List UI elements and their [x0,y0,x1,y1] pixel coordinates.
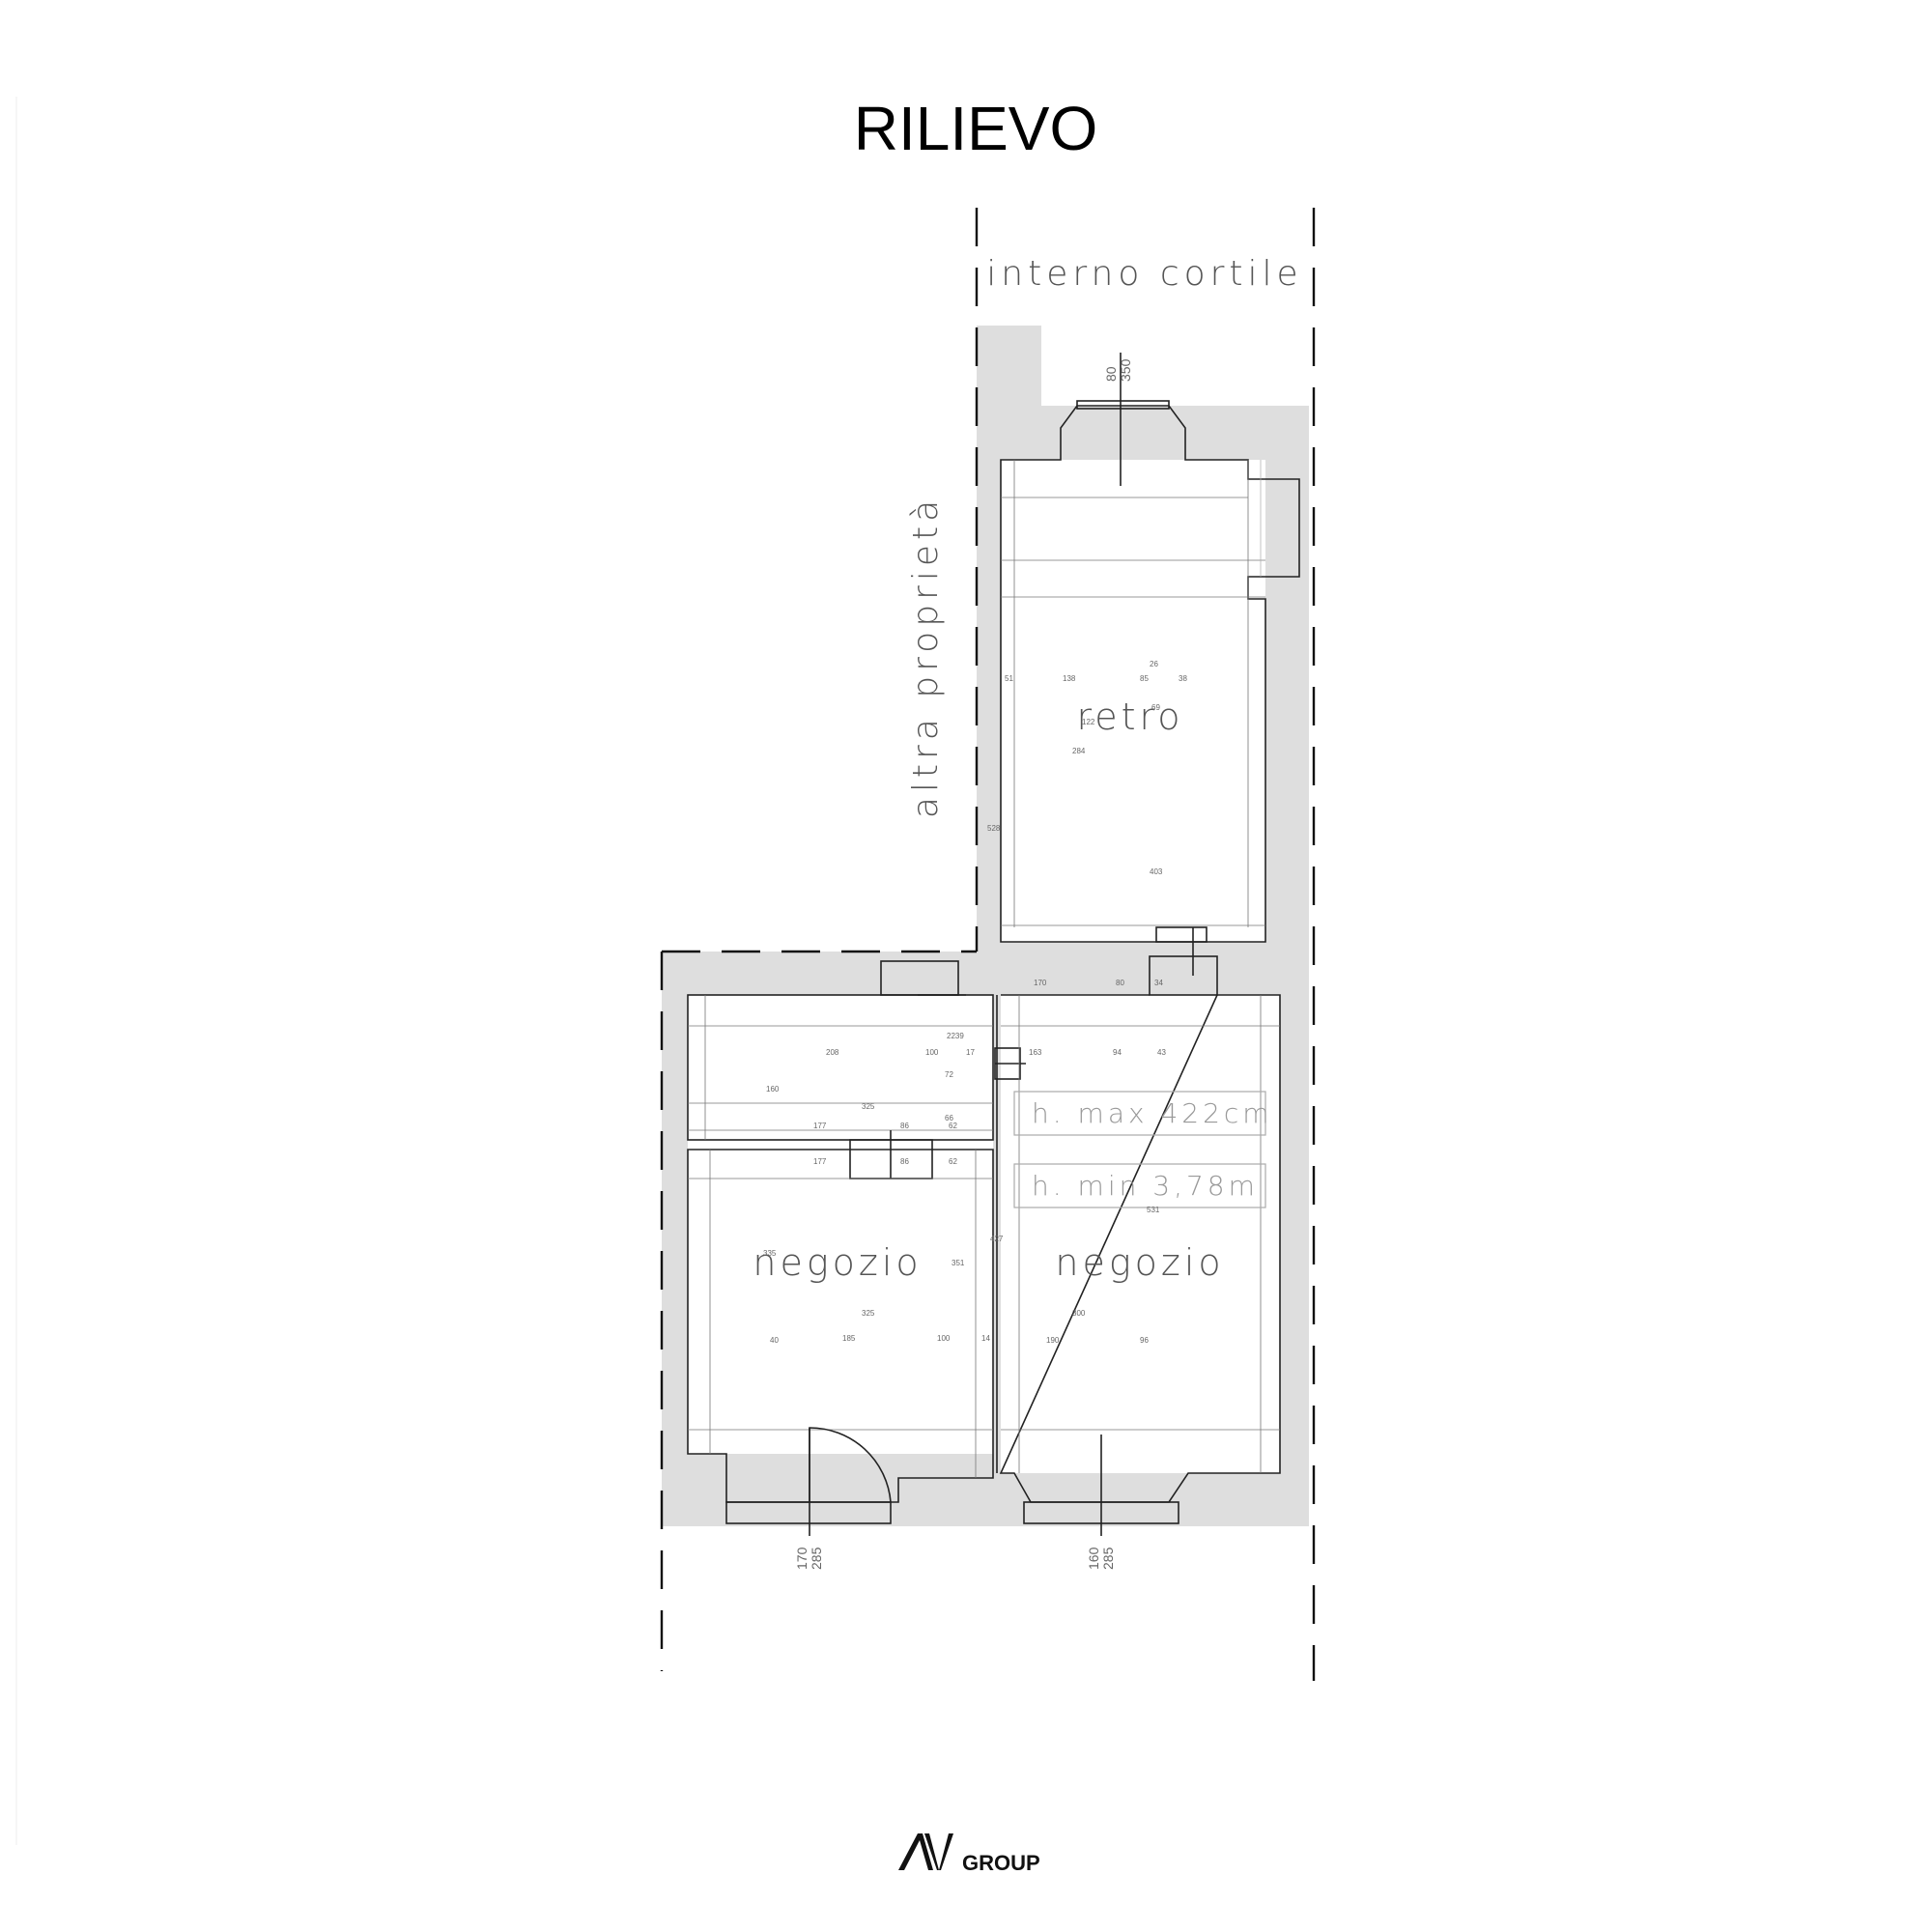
dim-label: 40 [770,1336,779,1345]
height-max-label: h. max 422cm [1032,1097,1273,1129]
door-upper-lower-left [849,1130,933,1179]
dim-label: 300 [1072,1309,1086,1318]
room-name-shop-right: negozio [1055,1241,1224,1284]
dim-label: 51 [1005,674,1013,683]
dim-label: 160 [766,1085,780,1094]
dim-label: 531 [1147,1206,1160,1214]
dim-label: 86 [900,1122,909,1130]
height-notes: h. max 422cm h. min 3,78m [1013,1091,1273,1208]
dim-label: 96 [1140,1336,1149,1345]
property-boundaries [660,208,1316,1681]
height-min-box [1013,1163,1266,1208]
dim-label: 86 [900,1157,909,1166]
dim-label: 94 [1113,1048,1122,1057]
dim-label: 2239 [947,1032,964,1040]
dim-label: 69 [1151,703,1160,712]
room-retro [1000,353,1300,943]
dim-label: 528 [987,824,1001,833]
dim-label: 170 [1034,979,1047,987]
corridor [1149,926,1218,996]
dim-label: 403 [1150,867,1163,876]
dim-label: 208 [826,1048,839,1057]
dim-label: 14 [981,1334,990,1343]
bottom-right-window-dim-b: 285 [1100,1547,1116,1570]
dim-label: 325 [862,1102,875,1111]
top-window-dim-b: 350 [1118,358,1133,382]
dim-label: 325 [862,1309,875,1318]
bottom-left-window-dim-a: 170 [794,1547,810,1570]
dim-label: 66 [945,1114,953,1122]
room-name-retro: retro [1076,696,1183,738]
dim-label: 26 [1150,660,1158,668]
dim-label: 38 [1179,674,1187,683]
av-logo-mark [893,1833,953,1870]
height-max-box [1013,1091,1266,1136]
window-dims: 80 350 170 285 160 285 [794,358,1133,1570]
dim-label: 351 [952,1259,965,1267]
neighbor-property-label: altra proprietà [906,496,946,818]
dim-label: 72 [945,1070,953,1079]
dim-label: 335 [763,1249,777,1258]
height-min-label: h. min 3,78m [1032,1170,1259,1202]
dim-label: 62 [949,1157,957,1166]
courtyard-label: interno cortile [986,254,1302,294]
dim-label: 85 [1140,674,1149,683]
dim-label: 190 [1046,1336,1060,1345]
room-upper-left [687,960,1026,1141]
dim-label: 284 [1072,747,1086,755]
walls [662,326,1309,1526]
dim-label: 62 [949,1122,957,1130]
room-lower-left [687,1149,994,1536]
bottom-left-window-dim-b: 285 [809,1547,824,1570]
dim-label: 427 [990,1235,1004,1243]
dim-label: 80 [1116,979,1124,987]
dim-label: 17 [966,1048,975,1057]
dim-label: 122 [1082,718,1095,726]
measurements: 51 138 85 38 26 69 122 284 528 403 170 8… [763,660,1187,1345]
room-lower-right [999,994,1281,1536]
drawing-title: RILIEVO [854,94,1098,163]
dim-label: 34 [1154,979,1163,987]
bottom-right-window-dim-a: 160 [1086,1547,1101,1570]
room-name-shop-left: negozio [753,1241,922,1284]
dim-label: 100 [925,1048,939,1057]
top-window-dim-a: 80 [1103,366,1119,382]
logo-text: GROUP [962,1851,1040,1875]
dim-label: 177 [813,1122,827,1130]
dim-label: 185 [842,1334,856,1343]
dim-label: 43 [1157,1048,1166,1057]
dim-label: 138 [1063,674,1076,683]
company-logo: GROUP [893,1833,1040,1875]
dim-label: 177 [813,1157,827,1166]
dim-label: 163 [1029,1048,1042,1057]
dim-label: 100 [937,1334,951,1343]
